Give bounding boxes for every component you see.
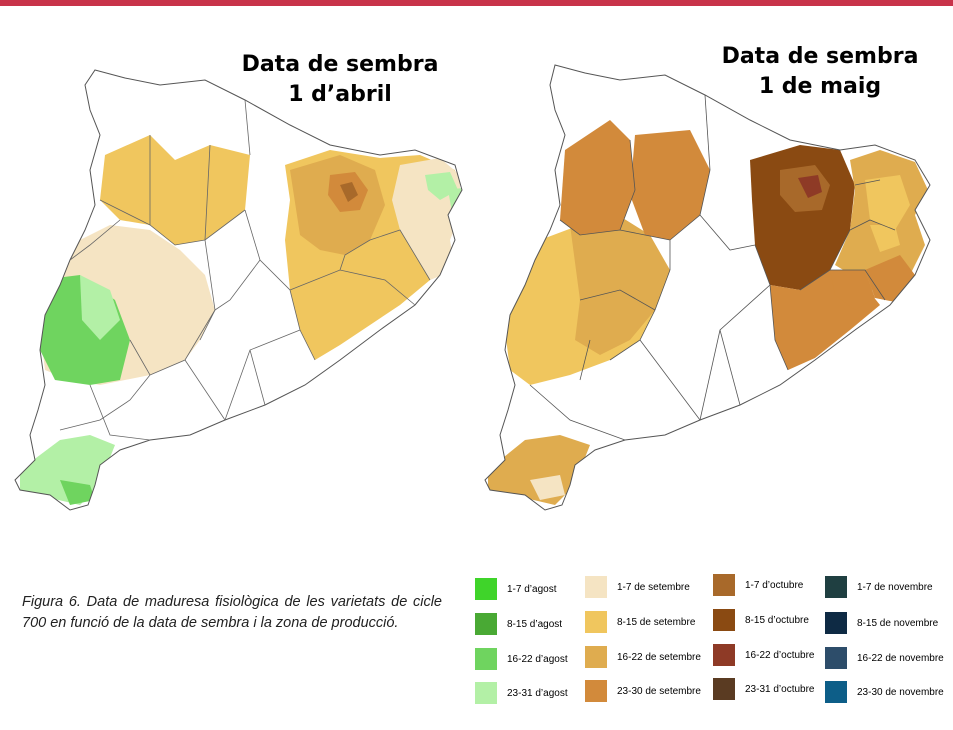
legend-label: 16-22 d’agost <box>507 653 568 665</box>
legend-swatch <box>825 647 847 669</box>
legend-swatch <box>585 680 607 702</box>
legend-swatch <box>713 644 735 666</box>
legend-label: 23-31 d’agost <box>507 687 568 699</box>
legend-item: 16-22 de setembre <box>585 646 701 668</box>
legend-swatch <box>475 682 497 704</box>
legend-item: 23-30 de setembre <box>585 680 701 702</box>
legend-item: 8-15 d’octubre <box>713 609 809 631</box>
legend-label: 8-15 de novembre <box>857 617 939 629</box>
legend-item: 1-7 de novembre <box>825 576 933 598</box>
legend-swatch <box>825 612 847 634</box>
legend-label: 8-15 d’octubre <box>745 614 809 626</box>
legend-swatch <box>825 576 847 598</box>
figure-caption: Figura 6. Data de maduresa fisiològica d… <box>22 594 442 631</box>
legend-item: 8-15 de setembre <box>585 611 695 633</box>
legend-item: 8-15 de novembre <box>825 612 938 634</box>
legend-item: 23-31 d’octubre <box>713 678 815 700</box>
map-title-april-line1: Data de sembra <box>241 52 439 77</box>
legend-label: 23-30 de novembre <box>857 686 944 698</box>
legend-swatch <box>585 576 607 598</box>
legend-item: 23-30 de novembre <box>825 681 944 703</box>
legend-item: 16-22 d’octubre <box>713 644 815 666</box>
legend-item: 1-7 de setembre <box>585 576 690 598</box>
legend-swatch <box>713 609 735 631</box>
legend-label: 1-7 d’agost <box>507 583 557 595</box>
legend-label: 16-22 de setembre <box>617 651 701 663</box>
legend-item: 16-22 de novembre <box>825 647 944 669</box>
legend-label: 16-22 de novembre <box>857 652 944 664</box>
legend-swatch <box>475 613 497 635</box>
map-april-svg <box>14 69 463 511</box>
legend-item: 16-22 d’agost <box>475 648 568 670</box>
map-title-april: Data de sembra 1 d’abril <box>230 50 450 110</box>
map-sowing-may: Data de sembra 1 de maig <box>470 40 953 540</box>
legend-label: 23-31 d’octubre <box>745 683 815 695</box>
legend-swatch <box>585 611 607 633</box>
legend-label: 8-15 de setembre <box>617 616 696 628</box>
map-title-may-line1: Data de sembra <box>721 44 919 69</box>
map-title-april-line2: 1 d’abril <box>288 82 392 107</box>
legend-swatch <box>475 578 497 600</box>
legend-label: 1-7 de setembre <box>617 581 690 593</box>
map-legend: 1-7 d’agost 8-15 d’agost 16-22 d’agost 2… <box>475 574 945 708</box>
legend-label: 8-15 d’agost <box>507 618 563 630</box>
legend-item: 1-7 d’agost <box>475 578 556 600</box>
legend-label: 16-22 d’octubre <box>745 649 815 661</box>
legend-swatch <box>585 646 607 668</box>
legend-label: 23-30 de setembre <box>617 685 701 697</box>
legend-swatch <box>825 681 847 703</box>
legend-item: 23-31 d’agost <box>475 682 568 704</box>
legend-item: 8-15 d’agost <box>475 613 562 635</box>
map-title-may: Data de sembra 1 de maig <box>710 42 930 102</box>
top-rule <box>0 0 953 6</box>
map-may-svg <box>484 64 931 511</box>
legend-label: 1-7 d’octubre <box>745 579 804 591</box>
legend-label: 1-7 de novembre <box>857 581 933 593</box>
legend-item: 1-7 d’octubre <box>713 574 803 596</box>
legend-swatch <box>713 678 735 700</box>
map-title-may-line2: 1 de maig <box>758 74 882 99</box>
map-sowing-april: Data de sembra 1 d’abril <box>0 40 470 540</box>
legend-swatch <box>713 574 735 596</box>
legend-swatch <box>475 648 497 670</box>
